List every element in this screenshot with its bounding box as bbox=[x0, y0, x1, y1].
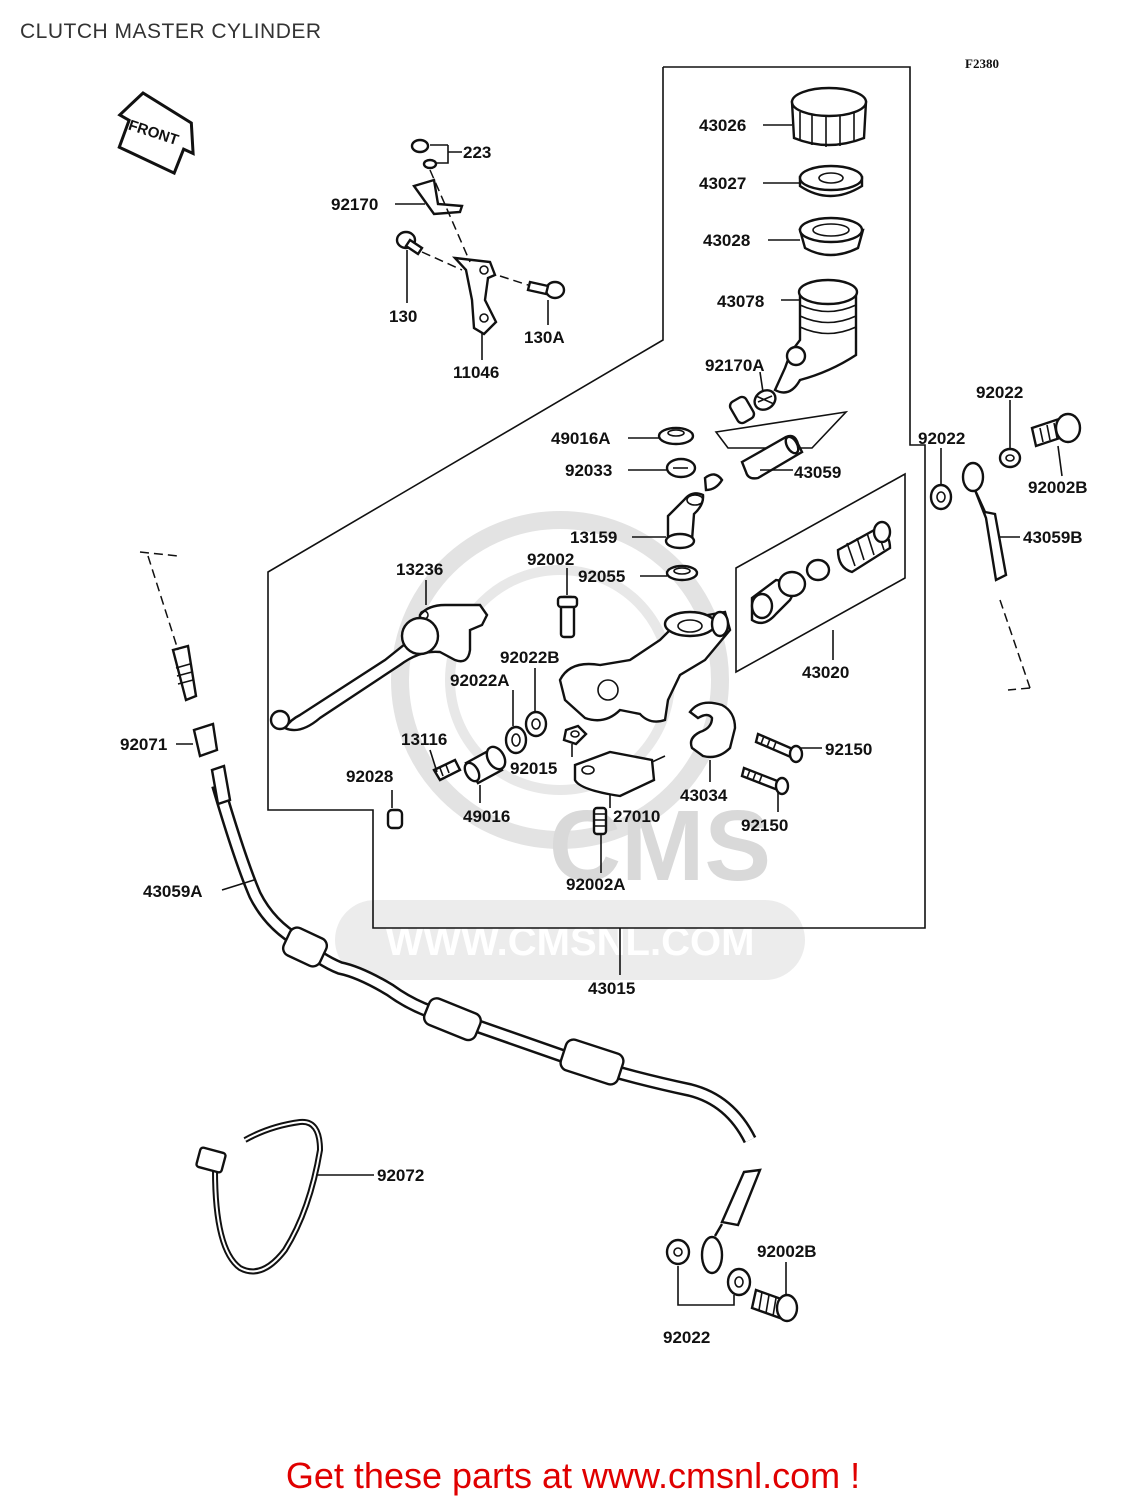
screw-92150-upper bbox=[754, 732, 804, 764]
label-130: 130 bbox=[389, 307, 417, 326]
screw-92150-lower bbox=[740, 766, 790, 796]
label-92022B: 92022B bbox=[500, 648, 560, 667]
label-43015: 43015 bbox=[588, 979, 635, 998]
nut-92015 bbox=[562, 724, 588, 746]
label-49016A: 49016A bbox=[551, 429, 611, 448]
hose-clamp-92170A bbox=[753, 389, 777, 411]
pivot-49016 bbox=[463, 745, 507, 785]
oring-92055 bbox=[665, 564, 699, 582]
reservoir-43078 bbox=[773, 278, 859, 394]
watermark-logo: CMS bbox=[549, 790, 771, 902]
label-92015: 92015 bbox=[510, 759, 557, 778]
diaphragm-plate-43027 bbox=[798, 164, 864, 198]
label-92022-right-b: 92022 bbox=[918, 429, 965, 448]
label-13116: 13116 bbox=[401, 730, 447, 749]
label-43059A: 43059A bbox=[143, 882, 203, 901]
clip-92033 bbox=[665, 457, 697, 479]
bolt-92002 bbox=[556, 595, 579, 639]
hose-piece bbox=[728, 395, 756, 425]
front-arrow: FRONT bbox=[117, 91, 195, 176]
cable-tie-92072 bbox=[195, 1118, 324, 1275]
label-43059B: 43059B bbox=[1023, 528, 1083, 547]
dashline-right bbox=[999, 599, 1031, 691]
bolt-130 bbox=[395, 230, 424, 256]
label-27010: 27010 bbox=[613, 807, 660, 826]
banjo-43059B bbox=[961, 461, 1008, 582]
piston-kit-43020 bbox=[750, 520, 892, 625]
label-92150-b: 92150 bbox=[741, 816, 788, 835]
reservoir-cap-43026 bbox=[790, 86, 868, 147]
label-92002A: 92002A bbox=[566, 875, 626, 894]
figure-code: F2380 bbox=[965, 56, 999, 71]
label-92055: 92055 bbox=[578, 567, 625, 586]
label-13159: 13159 bbox=[570, 528, 617, 547]
label-92002B-bottom: 92002B bbox=[757, 1242, 817, 1261]
label-92170: 92170 bbox=[331, 195, 378, 214]
label-223: 223 bbox=[463, 143, 491, 162]
washer-92022A bbox=[504, 725, 528, 755]
label-92002B-right: 92002B bbox=[1028, 478, 1088, 497]
label-43026: 43026 bbox=[699, 116, 746, 135]
label-49016: 49016 bbox=[463, 807, 510, 826]
page-title: CLUTCH MASTER CYLINDER bbox=[20, 20, 322, 43]
assembly-outline-43020 bbox=[735, 472, 906, 674]
label-13236: 13236 bbox=[396, 560, 443, 579]
label-92072: 92072 bbox=[377, 1166, 424, 1185]
cap-92071 bbox=[192, 722, 219, 758]
leader-lines bbox=[176, 124, 1063, 1306]
label-43059: 43059 bbox=[794, 463, 841, 482]
bracket-11046 bbox=[451, 256, 498, 336]
watermark-url: WWW.CMSNL.COM bbox=[386, 920, 755, 964]
label-92071: 92071 bbox=[120, 735, 167, 754]
label-43027: 43027 bbox=[699, 174, 746, 193]
label-92002-top: 92002 bbox=[527, 550, 574, 569]
dashline-left bbox=[139, 551, 179, 651]
master-cylinder-body bbox=[558, 610, 732, 723]
label-130A: 130A bbox=[524, 328, 565, 347]
label-92150-a: 92150 bbox=[825, 740, 872, 759]
washer-lower-a bbox=[665, 1238, 691, 1266]
clamp-small bbox=[703, 473, 724, 492]
assembly-outline-43015 bbox=[267, 66, 926, 929]
label-43020: 43020 bbox=[802, 663, 849, 682]
label-92022-right-a: 92022 bbox=[976, 383, 1023, 402]
watermark: CMS WWW.CMSNL.COM bbox=[335, 511, 805, 980]
washer-lower-b bbox=[726, 1267, 752, 1297]
pin-13116 bbox=[432, 758, 462, 782]
washer-92022B bbox=[524, 710, 548, 738]
label-92022-bottom: 92022 bbox=[663, 1328, 710, 1347]
label-43034: 43034 bbox=[680, 786, 728, 805]
washer-92022-right bbox=[929, 483, 953, 511]
label-92028: 92028 bbox=[346, 767, 393, 786]
bracket-dashline bbox=[421, 169, 529, 286]
bolt-92002B-lower bbox=[750, 1288, 799, 1323]
footer-link-text[interactable]: Get these parts at www.cmsnl.com ! bbox=[286, 1455, 860, 1496]
bolt-92002B-right bbox=[1030, 412, 1082, 448]
screw-223 bbox=[410, 138, 438, 170]
washer-92022-right-small bbox=[998, 447, 1022, 469]
bracket-92170 bbox=[412, 178, 464, 216]
clamp-43034 bbox=[688, 701, 737, 759]
hose-bracket-outline bbox=[714, 410, 849, 449]
label-43078: 43078 bbox=[717, 292, 764, 311]
fitting-13159 bbox=[664, 492, 705, 550]
hose-43059 bbox=[740, 434, 804, 480]
lever-13236 bbox=[269, 603, 489, 732]
label-92022A: 92022A bbox=[450, 671, 510, 690]
switch-27010 bbox=[573, 750, 666, 798]
bolt-130A bbox=[526, 280, 566, 300]
cap-92028 bbox=[386, 808, 404, 830]
diaphragm-43028 bbox=[798, 216, 865, 257]
grommet-49016A bbox=[657, 426, 695, 446]
part-labels: 43026 43027 43028 43078 92170A 49016A 92… bbox=[120, 116, 1088, 1347]
bleeder-92002A bbox=[592, 806, 608, 836]
hose-43059A bbox=[210, 764, 757, 1144]
label-43028: 43028 bbox=[703, 231, 750, 250]
label-92170A: 92170A bbox=[705, 356, 765, 375]
label-11046: 11046 bbox=[453, 363, 499, 382]
banjo-left bbox=[171, 644, 198, 702]
label-92033: 92033 bbox=[565, 461, 612, 480]
banjo-lower bbox=[700, 1168, 762, 1275]
